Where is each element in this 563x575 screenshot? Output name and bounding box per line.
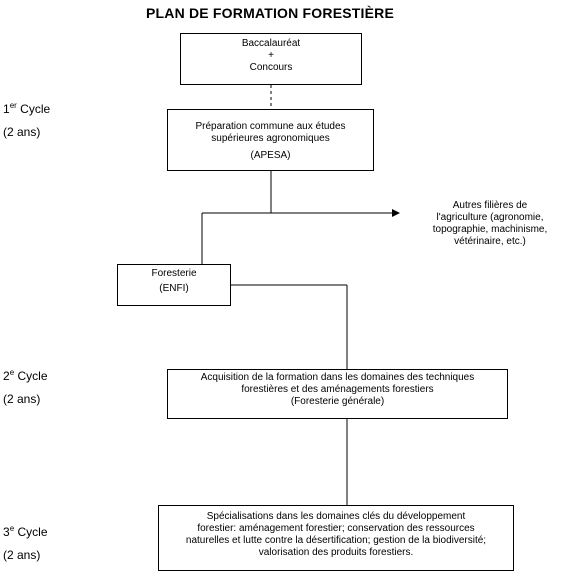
cycle-suffix: e <box>9 368 15 377</box>
note-text: vétérinaire, etc.) <box>454 236 526 247</box>
box-text: Concours <box>249 62 293 73</box>
cycle-2-duration: (2 ans) <box>3 392 41 406</box>
note-text: topographie, machinisme, <box>432 224 548 235</box>
box-text: Préparation commune aux études <box>195 121 346 132</box>
box-baccalaureat-concours: Baccalauréat + Concours <box>180 33 362 85</box>
box-text: Baccalauréat <box>241 38 301 49</box>
arrowhead-icon <box>392 209 400 217</box>
note-text: Autres filières de <box>452 200 528 211</box>
box-text: (Foresterie générale) <box>290 396 385 407</box>
other-paths-note: Autres filières de l'agriculture (agrono… <box>425 200 555 248</box>
page-title: PLAN DE FORMATION FORESTIÈRE <box>145 5 394 21</box>
cycle-number: 2 <box>3 369 10 383</box>
cycle-word: Cycle <box>17 525 48 539</box>
box-text: Foresterie <box>151 268 197 279</box>
box-acquisition: Acquisition de la formation dans les dom… <box>167 369 508 419</box>
plus-sign: + <box>268 50 274 61</box>
cycle-3-duration: (2 ans) <box>3 548 41 562</box>
cycle-1-label: 1er Cycle <box>3 101 51 117</box>
note-text: l'agriculture (agronomie, <box>436 212 544 223</box>
cycle-number: 3 <box>3 525 10 539</box>
box-text: valorisation des produits forestiers. <box>258 547 414 558</box>
box-text: (ENFI) <box>159 283 189 294</box>
box-text: Acquisition de la formation dans les dom… <box>200 372 475 383</box>
box-text: Spécialisations dans les domaines clés d… <box>206 511 466 522</box>
cycle-number: 1 <box>3 102 10 116</box>
box-text: supérieures agronomiques <box>211 133 330 144</box>
box-specialisations: Spécialisations dans les domaines clés d… <box>158 505 514 571</box>
box-text: naturelles et lutte contre la désertific… <box>185 535 487 546</box>
cycle-word: Cycle <box>17 369 48 383</box>
cycle-suffix: e <box>9 524 15 533</box>
cycle-suffix: er <box>9 101 17 110</box>
cycle-2-label: 2e Cycle <box>3 368 48 384</box>
box-enfi: Foresterie (ENFI) <box>117 264 231 306</box>
box-text: (APESA) <box>250 150 291 161</box>
box-text: forestier: aménagement forestier; conser… <box>197 523 475 534</box>
box-apesa: Préparation commune aux études supérieur… <box>167 109 374 171</box>
cycle-word: Cycle <box>20 102 51 116</box>
cycle-3-label: 3e Cycle <box>3 524 48 540</box>
box-text: forestières et des aménagements forestie… <box>241 384 434 395</box>
cycle-1-duration: (2 ans) <box>3 125 41 139</box>
